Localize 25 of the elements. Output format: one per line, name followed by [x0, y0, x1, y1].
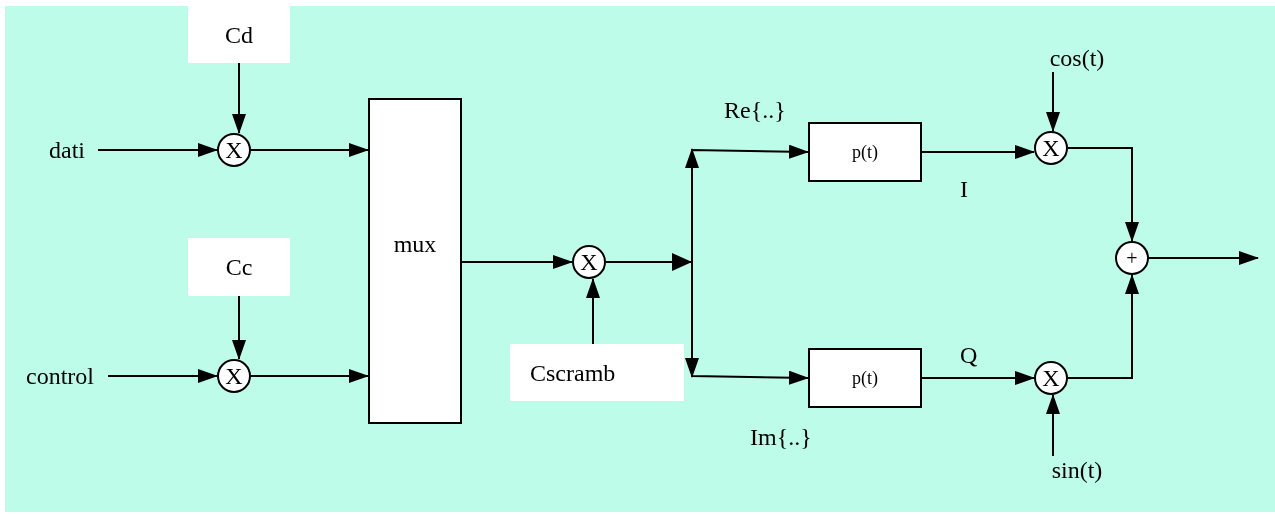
arrow: [250, 369, 369, 383]
arrow: [1046, 394, 1060, 457]
arrow: [232, 295, 246, 360]
arrow: [1148, 251, 1259, 265]
filter-block: p(t): [808, 348, 922, 408]
filter-block: p(t): [808, 122, 922, 182]
mux-block: mux: [368, 98, 462, 424]
arrow: [921, 145, 1035, 159]
arrow: [97, 143, 218, 157]
carrier-label: cos(t): [1036, 44, 1118, 72]
arrow: [1067, 147, 1139, 242]
arrow: [1046, 71, 1060, 132]
arrow: [921, 371, 1035, 385]
code-box: Cd: [188, 6, 290, 63]
arrow: [250, 143, 369, 157]
arrow: [461, 255, 573, 269]
arrow: [1067, 274, 1139, 379]
input-label: dati: [36, 137, 98, 163]
carrier-label: sin(t): [1036, 456, 1118, 484]
arrow: [586, 278, 600, 345]
code-box: Cscramb: [510, 344, 684, 401]
code-box: Cc: [188, 238, 290, 296]
input-label: control: [12, 363, 108, 389]
arrow: [232, 62, 246, 134]
arrow: [107, 369, 218, 383]
